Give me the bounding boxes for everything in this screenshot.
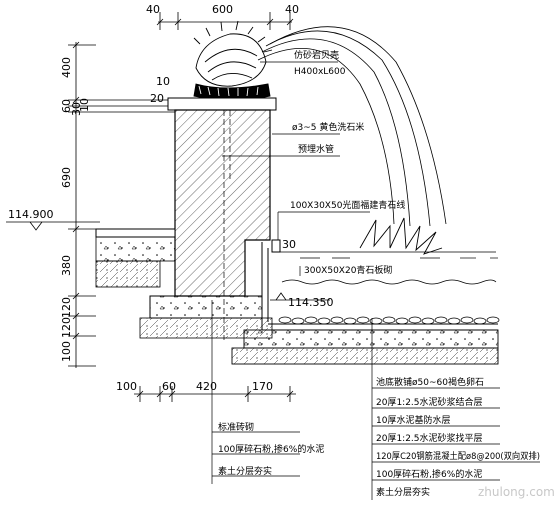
dim-left-10: 10: [78, 98, 91, 112]
dim-small-10: 10: [156, 75, 170, 88]
water-splash: [359, 217, 443, 255]
label-pool-bottom-6: 素土分层夯实: [376, 486, 430, 498]
label-pool-bottom-4: 120厚C20钢筋混凝土配ø8@200(双向双排): [376, 450, 540, 462]
elevation-marker-upper: [6, 221, 100, 231]
pool-wall-lining: [261, 239, 281, 330]
label-pool-bottom-1: 20厚1:2.5水泥砂浆结合层: [376, 396, 483, 408]
left-ground: [95, 228, 176, 288]
watermark: zhulong.com: [478, 485, 555, 499]
water-jet: [257, 26, 447, 227]
dim-left-120b: 120: [60, 317, 73, 338]
pool-water: [280, 251, 498, 285]
label-wall-base-0: 标准砖砌: [218, 421, 254, 433]
dim-bottom-100: 100: [116, 380, 137, 393]
label-shell-size: H400xL600: [294, 67, 346, 77]
wall-footing: [149, 295, 263, 319]
dim-left-60: 60: [60, 99, 73, 113]
top-dimensions: [156, 12, 294, 30]
label-pool-bottom-5: 100厚碎石粉,掺6%的水泥: [376, 468, 482, 480]
elevation-pool-label: 114.350: [288, 296, 334, 309]
bottom-dimensions: [134, 386, 296, 402]
dim-left-380: 380: [60, 255, 73, 276]
elevation-marker-pool: [270, 292, 330, 301]
label-pipe: 预埋水管: [298, 143, 334, 155]
dim-bottom-420: 420: [196, 380, 217, 393]
label-coping: 100X30X50光面福建青石线: [290, 199, 405, 211]
label-pool-bottom-2: 10厚水泥基防水层: [376, 414, 450, 426]
wall-footing-base: [139, 317, 273, 339]
pebble-layer: [278, 316, 500, 325]
dim-top-left: 40: [146, 3, 160, 16]
dim-pool-edge: 30: [282, 238, 296, 251]
dim-left-400: 400: [60, 57, 73, 78]
label-cement-finish: ø3~5 黄色洗石米: [292, 121, 364, 133]
elevation-upper-label: 114.900: [8, 208, 54, 221]
dim-bottom-170: 170: [252, 380, 273, 393]
pool-floor-layers: [231, 323, 499, 365]
left-dimensions: [68, 41, 175, 368]
dim-bottom-60: 60: [162, 380, 176, 393]
dim-small-20: 20: [150, 92, 164, 105]
dim-left-690: 690: [60, 167, 73, 188]
shell-ornament: [193, 20, 273, 101]
dim-top-middle: 600: [212, 3, 233, 16]
label-pool-bottom-0: 池底散铺ø50~60褐色卵石: [376, 376, 484, 388]
dim-left-120a: 120: [60, 297, 73, 318]
leader-lines: [211, 61, 540, 500]
label-wall-base-1: 100厚碎石粉,掺6%的水泥: [218, 443, 324, 455]
dim-top-right: 40: [285, 3, 299, 16]
coping-cap: [167, 97, 277, 111]
dim-left-100: 100: [60, 341, 73, 362]
dim-left-30: 30: [70, 102, 83, 116]
label-slab: 300X50X20青石板砌: [304, 264, 392, 276]
label-shell-name: 仿砂岩贝壳: [294, 49, 339, 61]
label-pool-bottom-3: 20厚1:2.5水泥砂浆找平层: [376, 432, 483, 444]
label-wall-base-2: 素土分层夯实: [218, 465, 272, 477]
